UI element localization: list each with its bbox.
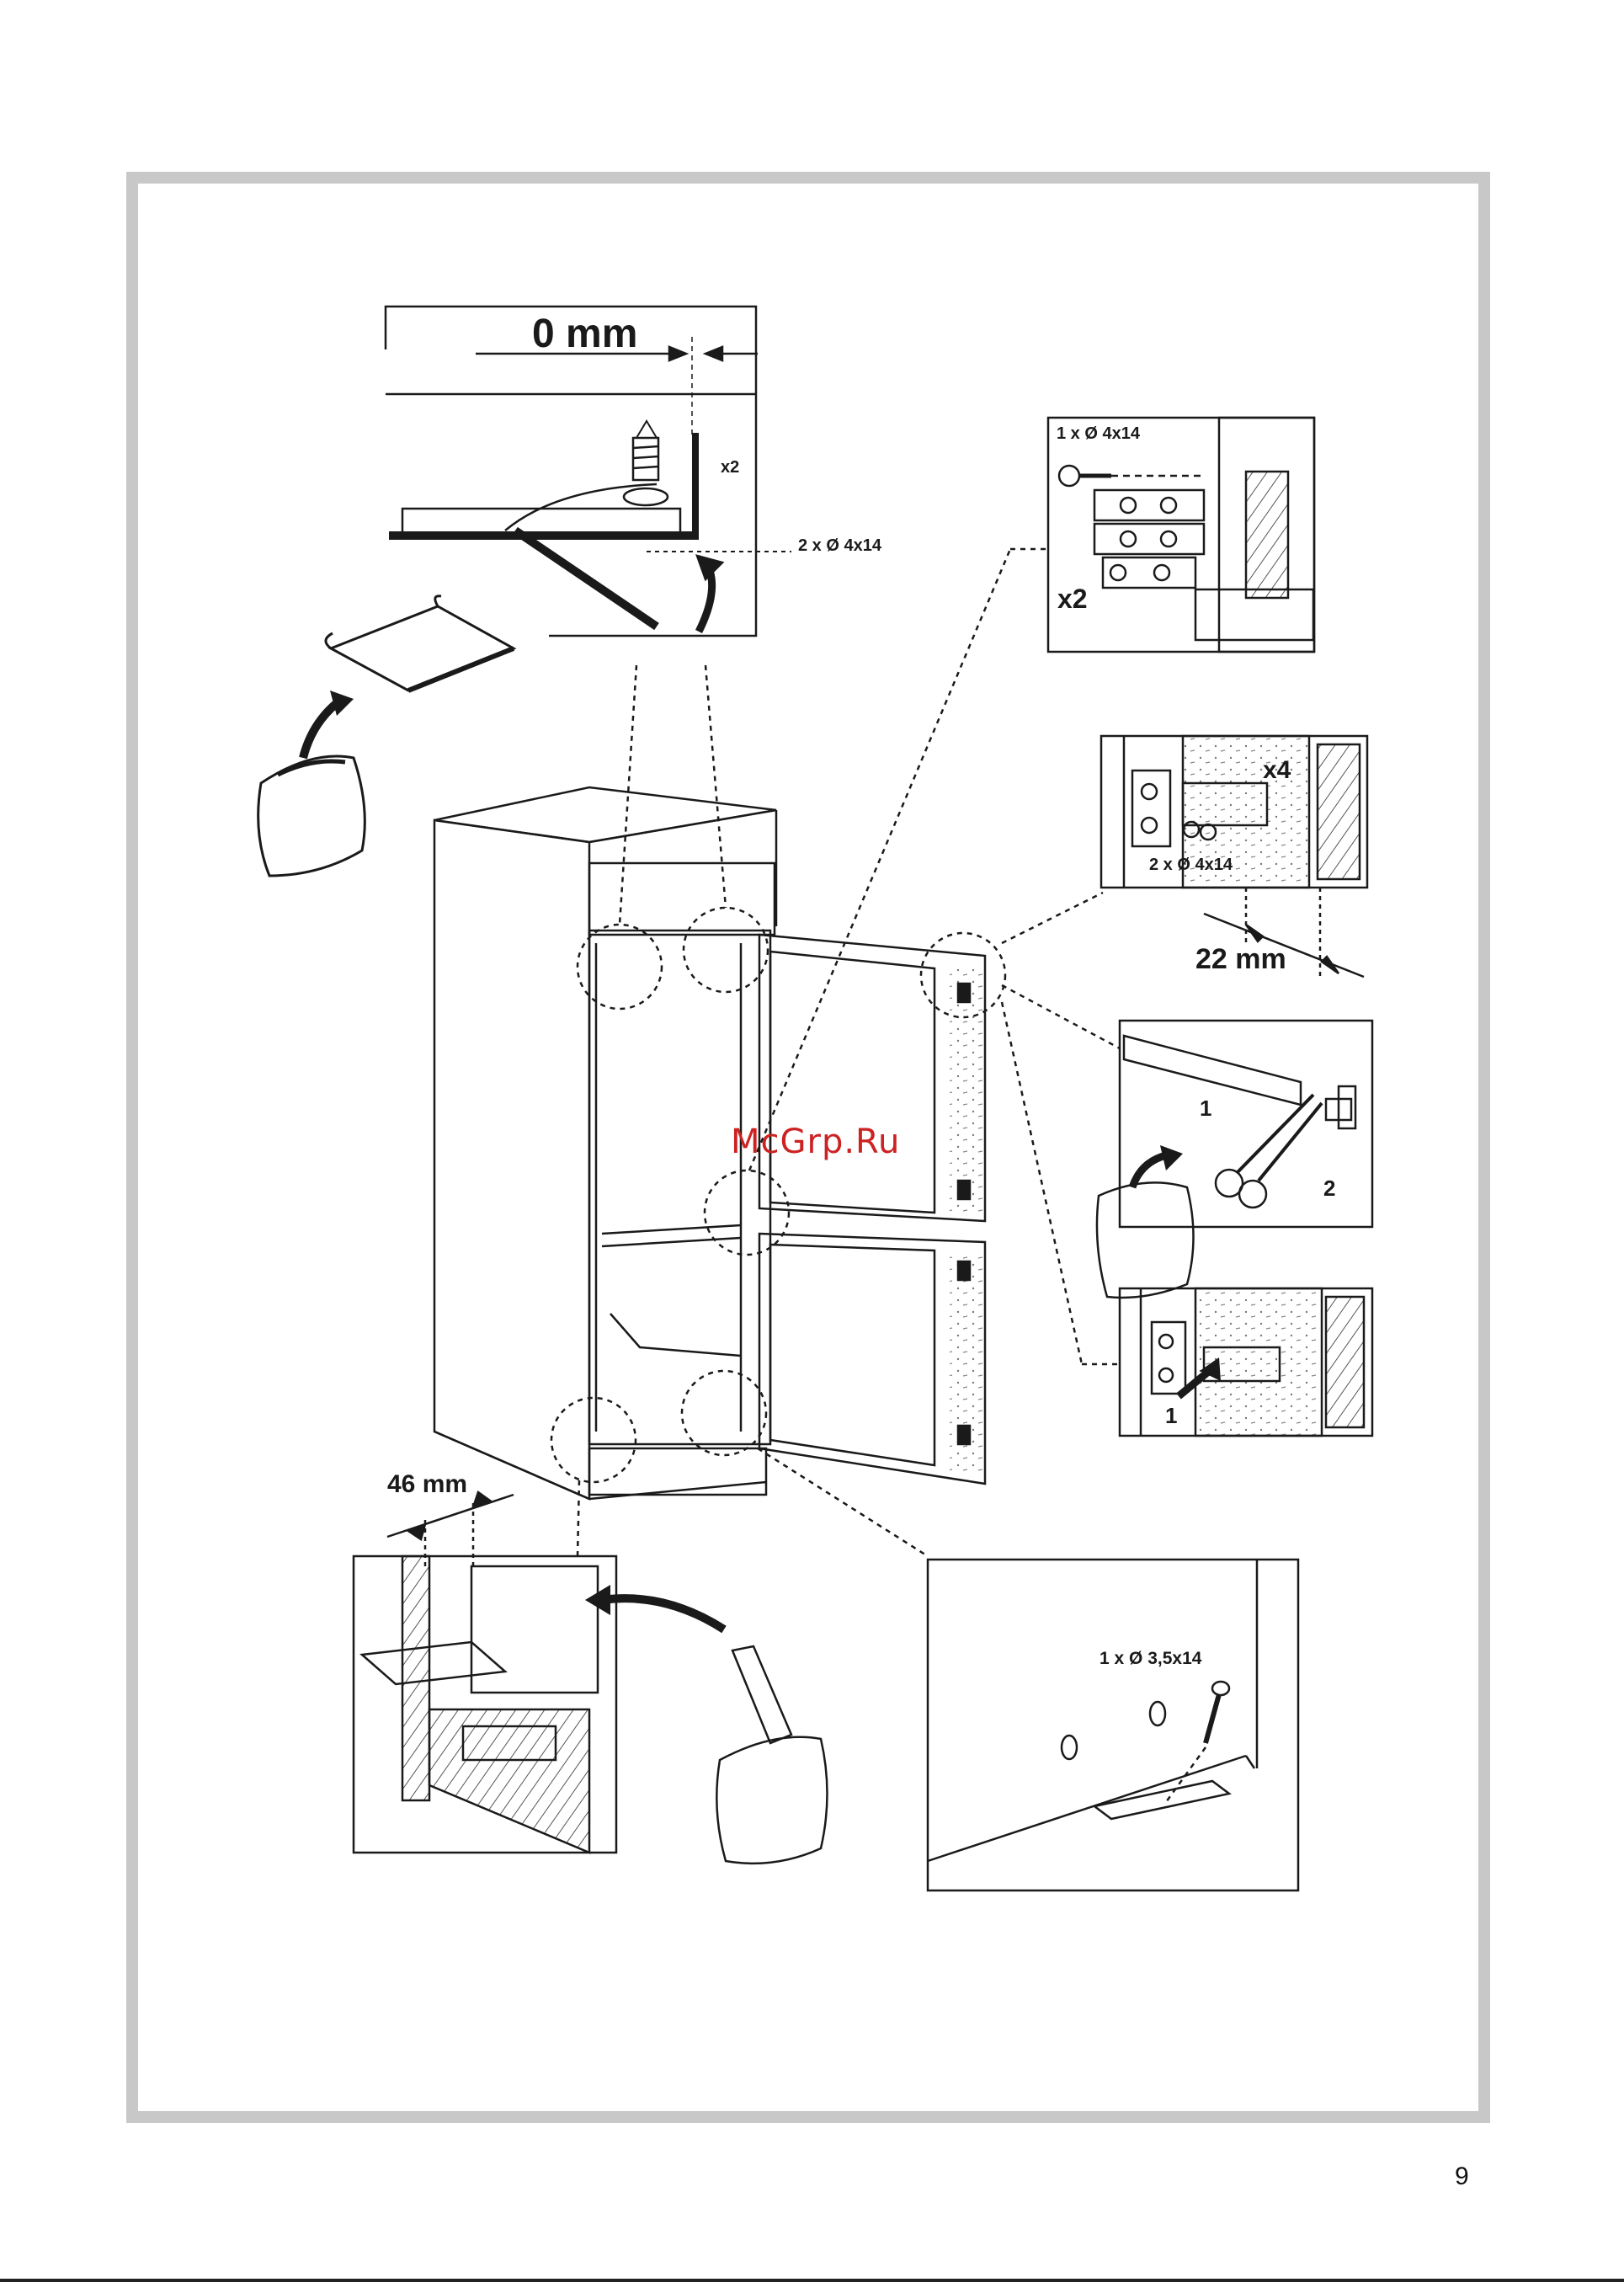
cutting-detail [1097, 1021, 1372, 1298]
fridge-cabinet [434, 787, 985, 1499]
bracket-screw-spec-label: 2 x Ø 4x14 [1149, 856, 1233, 874]
wood-screw-icon [624, 421, 668, 505]
cut-step-2-label: 2 [1323, 1176, 1335, 1201]
lift-arrow-icon [303, 703, 337, 758]
bracket-count-label: x4 [1263, 756, 1291, 784]
page-number: 9 [1455, 2162, 1469, 2191]
cut-step-1-label: 1 [1200, 1096, 1211, 1121]
parts-bag-icon-2 [1097, 1182, 1194, 1298]
top-gap-label: 0 mm [532, 312, 637, 356]
hinge-screw-spec-label: 1 x Ø 4x14 [1057, 424, 1141, 443]
top-screw-spec-label: 2 x Ø 4x14 [798, 536, 882, 555]
small-screw-icon [1206, 1682, 1229, 1743]
hinge-count-label: x2 [1057, 584, 1088, 614]
watermark-text: McGrp.Ru [731, 1123, 900, 1161]
bottom-screw-spec-label: 1 x Ø 3,5x14 [1100, 1649, 1202, 1668]
top-screw-count-label: x2 [721, 458, 739, 477]
screw-icon [1059, 466, 1111, 486]
scissors-icon [1216, 1095, 1322, 1208]
bracket-detail [1101, 736, 1367, 977]
hinge-detail [1048, 418, 1314, 652]
detail-callouts [551, 549, 1120, 1556]
bottom-divider [0, 2279, 1624, 2282]
slide-detail [1120, 1288, 1372, 1436]
bottom-left-detail [354, 1492, 828, 1864]
parts-bag-icon [258, 756, 365, 876]
slide-step-1-label: 1 [1165, 1403, 1177, 1428]
cover-flap-part [326, 596, 514, 691]
side-gap-label: 22 mm [1195, 943, 1286, 975]
bottom-gap-label: 46 mm [387, 1470, 467, 1498]
bottom-right-detail [928, 1560, 1298, 1890]
parts-bag-icon-3 [716, 1737, 827, 1864]
